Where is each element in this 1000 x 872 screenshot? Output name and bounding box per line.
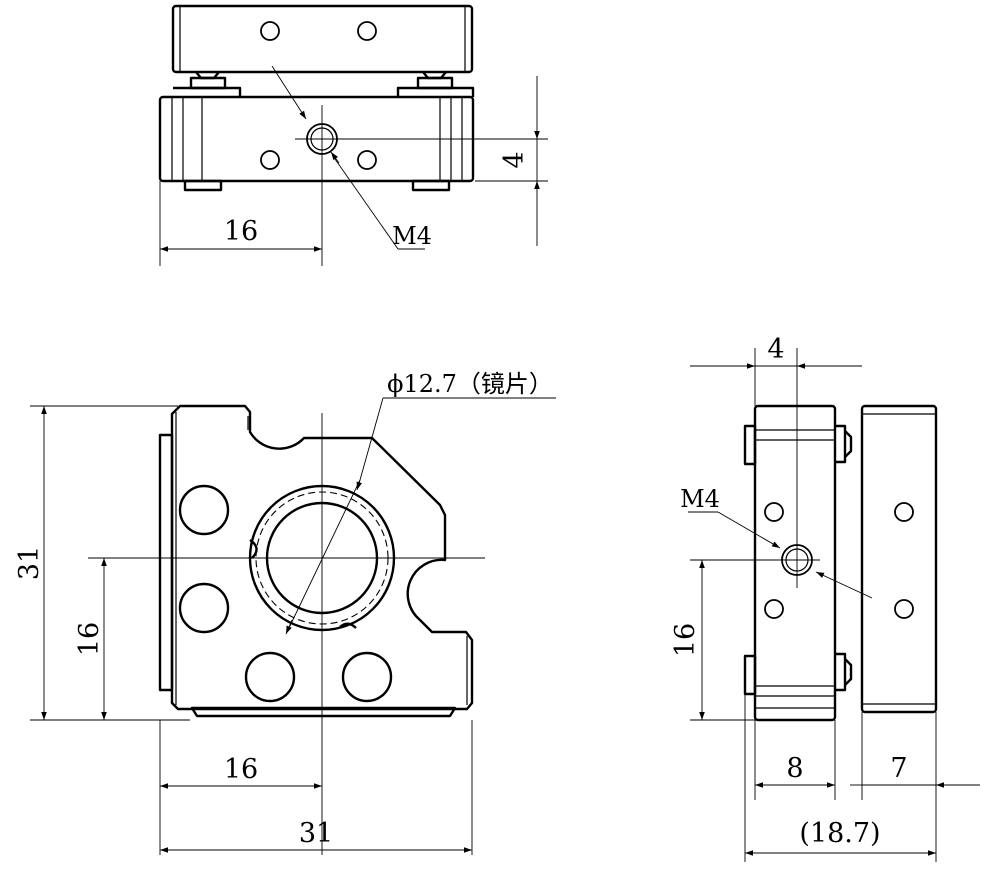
top-plate-hole xyxy=(260,21,280,41)
side-body xyxy=(753,404,837,722)
top-dim-4: 4 xyxy=(499,151,530,168)
top-thread-label: M4 xyxy=(392,222,432,250)
top-dim-16: 16 xyxy=(224,216,258,247)
top-body-hole xyxy=(260,150,280,170)
lens-diameter-label: ϕ12.7（镜片） xyxy=(387,370,553,398)
side-hole xyxy=(894,599,914,619)
front-hole xyxy=(178,484,230,536)
front-view: ϕ12.7（镜片） 31 16 16 31 xyxy=(14,370,556,855)
side-dim-16: 16 xyxy=(670,623,701,657)
side-hole xyxy=(764,502,784,522)
side-adjuster xyxy=(844,430,853,458)
side-adjuster xyxy=(844,658,853,686)
front-back-plate xyxy=(158,433,174,692)
top-view: 16 4 M4 xyxy=(158,4,548,266)
front-body xyxy=(170,404,474,711)
side-dim-total: (18.7) xyxy=(799,818,880,849)
front-hole xyxy=(244,651,296,703)
top-plate xyxy=(171,4,474,74)
side-tab xyxy=(743,424,757,466)
front-dim-31-height: 31 xyxy=(14,546,45,580)
top-plate-hole xyxy=(357,21,377,41)
top-foot xyxy=(411,179,451,192)
side-hole xyxy=(894,502,914,522)
side-tab xyxy=(743,654,757,696)
side-front-plate xyxy=(860,404,938,714)
front-dim-31-width: 31 xyxy=(299,818,333,849)
front-dim-16-width: 16 xyxy=(224,754,258,785)
front-hole xyxy=(178,582,230,634)
front-dim-16-height: 16 xyxy=(74,622,105,656)
side-dim-4: 4 xyxy=(767,334,784,365)
side-dim-8: 8 xyxy=(786,753,803,784)
side-thread-label: M4 xyxy=(680,485,720,513)
side-view: 4 M4 16 8 7 (18.7) xyxy=(670,334,980,862)
top-body-hole xyxy=(357,150,377,170)
front-hole xyxy=(341,651,393,703)
side-dim-7: 7 xyxy=(890,753,907,784)
side-hole xyxy=(764,599,784,619)
top-foot xyxy=(183,179,223,192)
